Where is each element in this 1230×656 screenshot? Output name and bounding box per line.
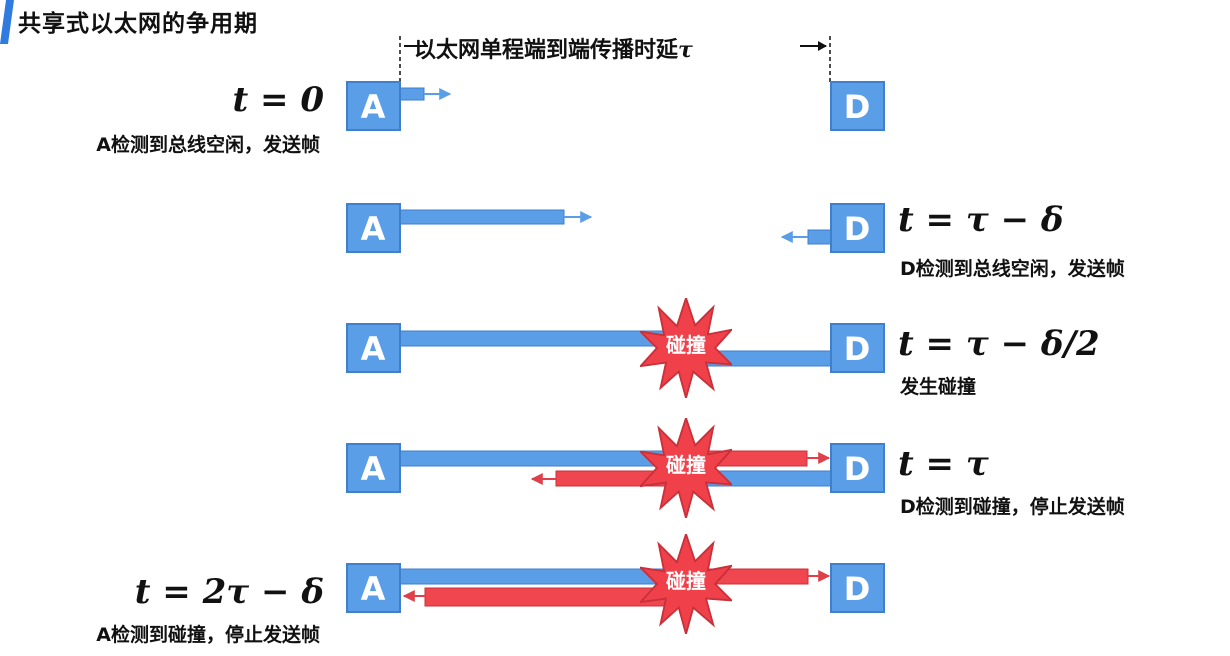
collision-label: 碰撞 [666,333,706,357]
stage-4: 碰撞 A D [346,418,885,518]
tau-symbol: τ [678,37,693,63]
node-a [346,81,401,131]
node-d-label: D [844,450,871,488]
stage-1-formula: t = 0 [232,80,324,120]
node-a-label: A [361,450,386,488]
stage-3-note: 发生碰撞 [900,376,977,398]
stage-3-formula: t = τ − δ/2 [898,324,1100,364]
node-a [346,323,401,373]
propagation-delay-text: 以太网单程端到端传播时延 [414,38,679,63]
stage-5: 碰撞 A D [346,534,885,634]
frame-d-blue [807,229,832,245]
node-d-label: D [844,330,871,368]
node-d-label: D [844,210,871,248]
page-title: 共享式以太网的争用期 [18,11,258,37]
span-arrow-head [818,41,827,51]
node-d-label: D [844,570,871,608]
node-a-label: A [361,88,386,126]
title-accent-bar [0,0,14,44]
node-a [346,203,401,253]
stage-1-note: A检测到总线空闲，发送帧 [96,134,320,156]
node-a [346,563,401,613]
stage-4-formula: t = τ [898,444,989,484]
node-d-label: D [844,88,871,126]
node-a [346,443,401,493]
node-a-label: A [361,570,386,608]
node-d [830,203,885,253]
stage-5-formula: t = 2τ − δ [134,572,324,612]
node-d [830,443,885,493]
frame-a-blue [399,87,425,101]
node-a-label: A [361,330,386,368]
node-d [830,563,885,613]
collision-label: 碰撞 [666,569,706,593]
stage-2: A D [346,203,885,253]
node-d [830,81,885,131]
stage-4-note: D检测到碰撞，停止发送帧 [900,496,1125,518]
propagation-delay-label: 以太网单程端到端传播时延τ [414,32,693,64]
stage-5-note: A检测到碰撞，停止发送帧 [96,624,320,646]
stage-3: 碰撞 A D [346,298,885,398]
stage-2-note: D检测到总线空闲，发送帧 [900,258,1125,280]
stage-2-formula: t = τ − δ [898,200,1064,240]
stage-1: A D [346,81,885,131]
node-d [830,323,885,373]
collision-label: 碰撞 [666,453,706,477]
node-a-label: A [361,210,386,248]
frame-a-blue [399,209,565,225]
